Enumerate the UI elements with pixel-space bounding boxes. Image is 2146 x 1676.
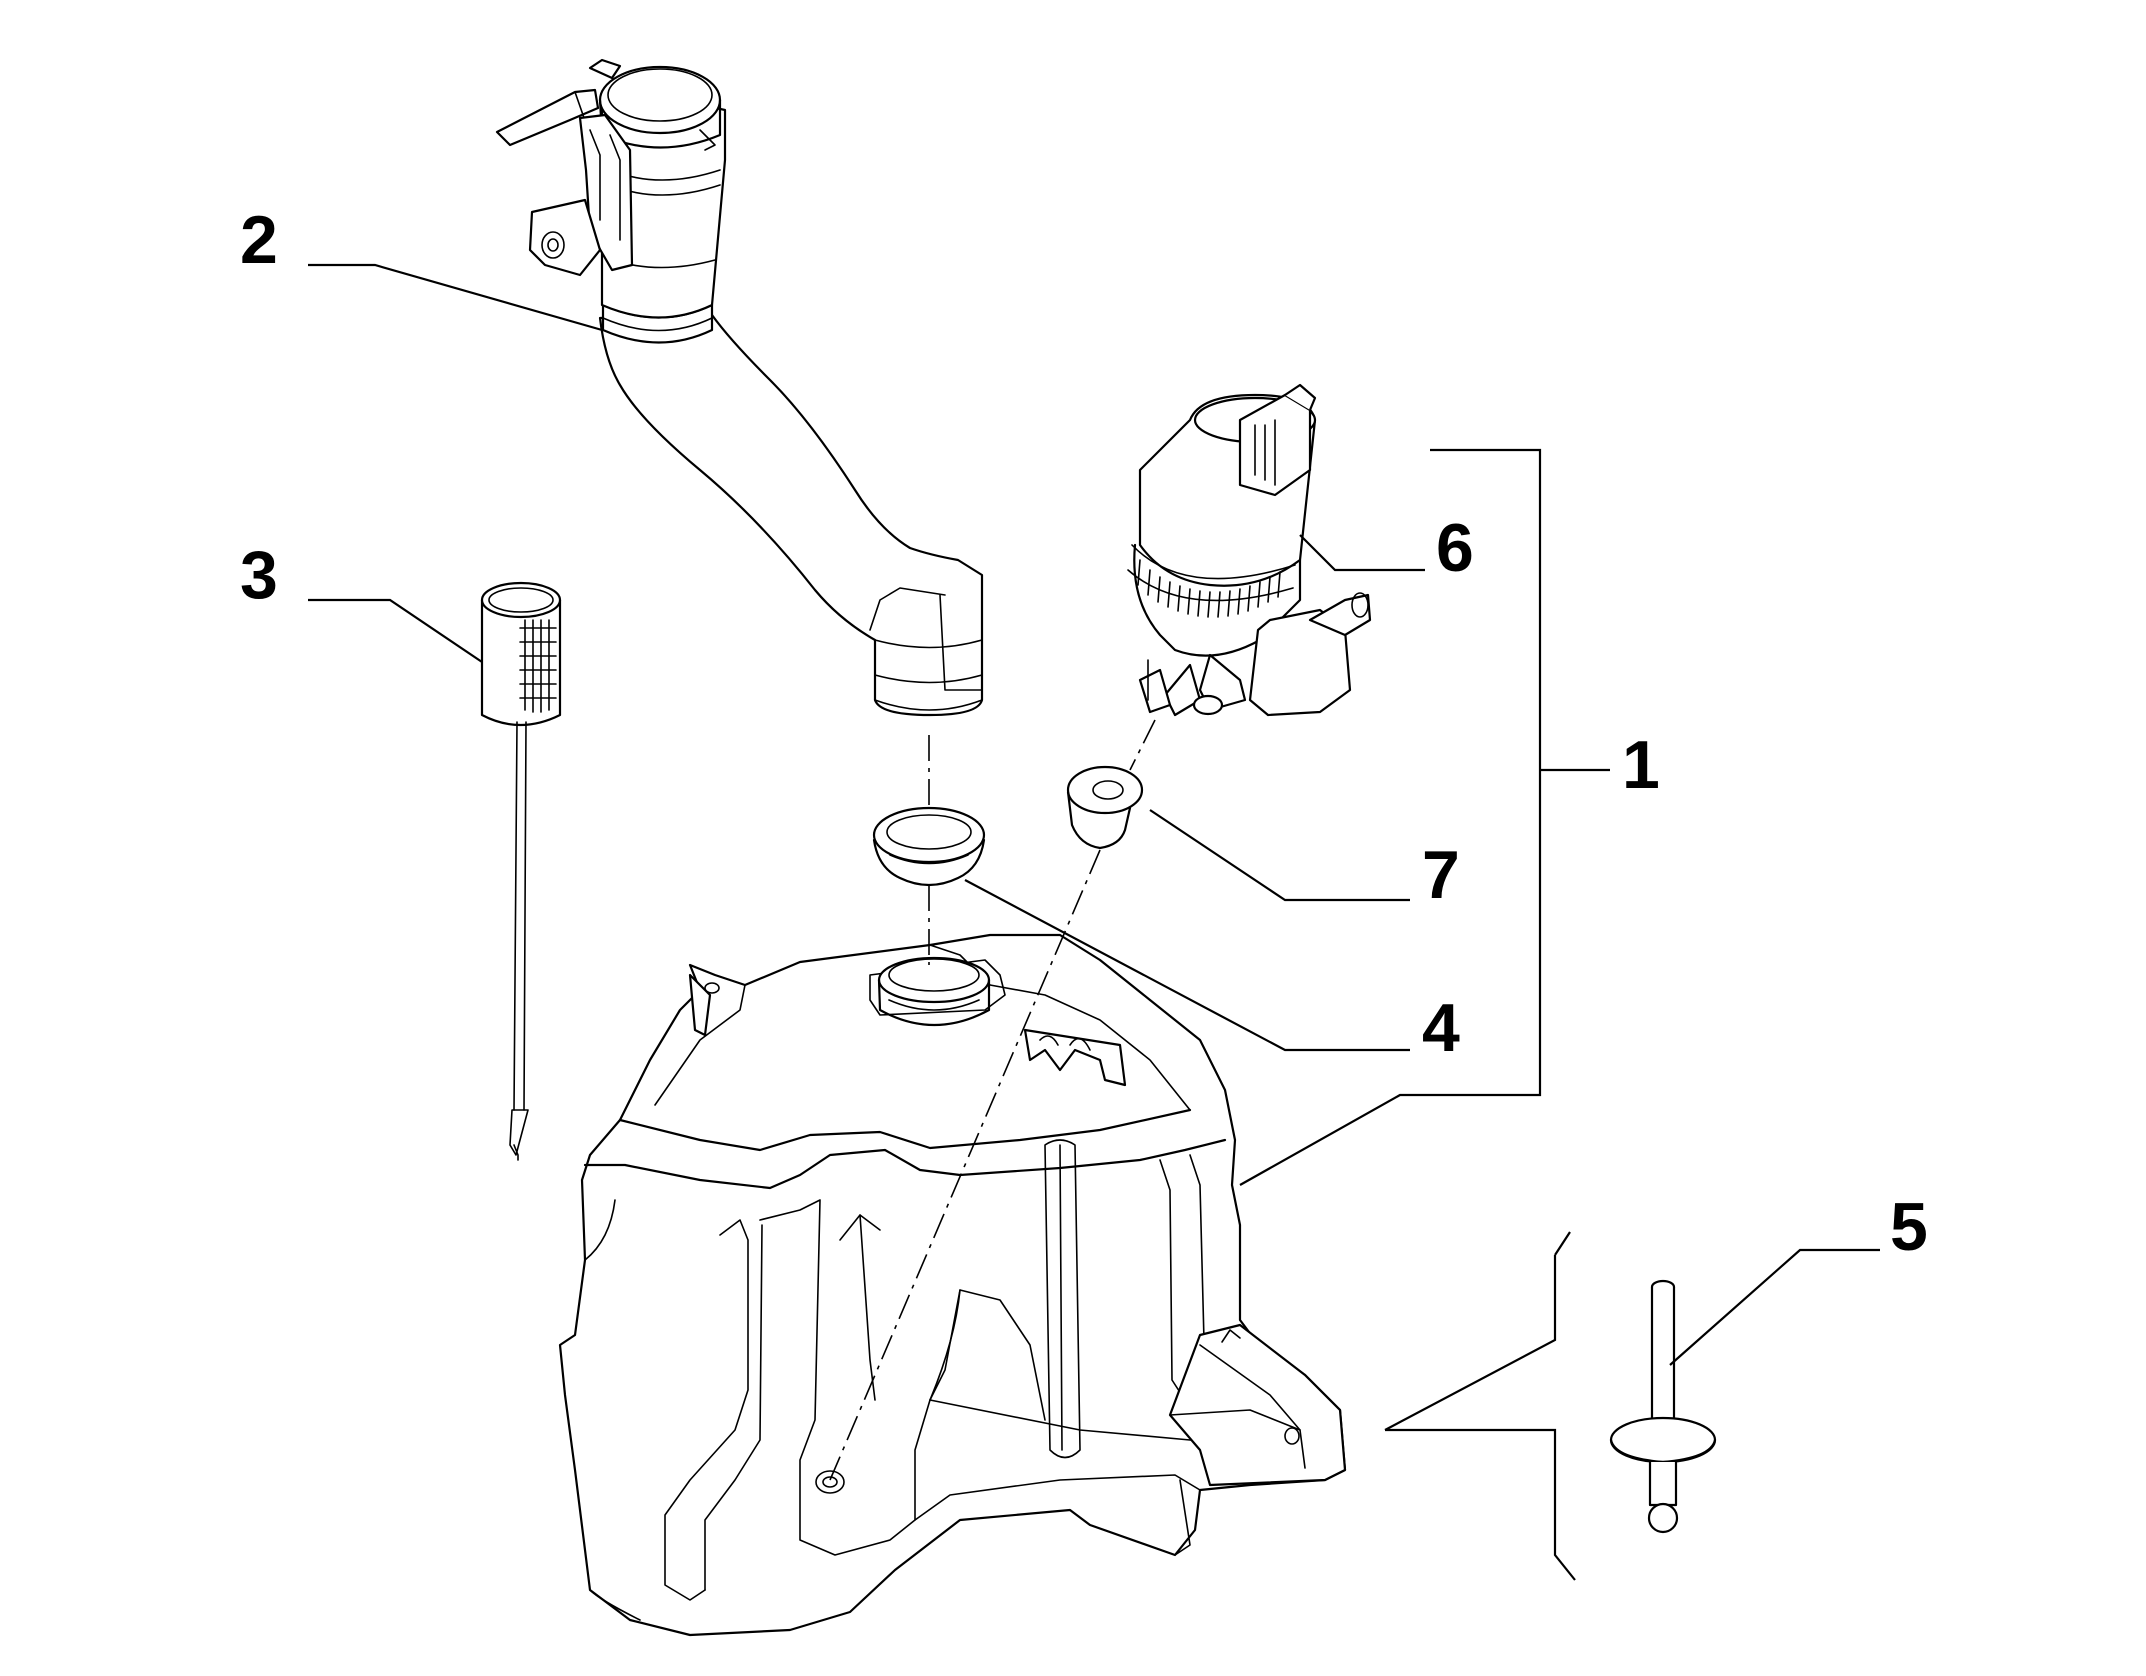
callout-7: 7 (1422, 837, 1460, 913)
axis-pump (829, 719, 1156, 1481)
bracket-5 (1384, 1231, 1576, 1581)
callout-2: 2 (240, 202, 278, 278)
callout-6: 6 (1436, 510, 1474, 586)
callout-5: 5 (1890, 1189, 1928, 1265)
reservoir-tank (558, 933, 1347, 1637)
filler-neck-hose (495, 58, 984, 717)
washer-pump (1127, 383, 1372, 717)
leader-3 (308, 598, 483, 663)
bracket-1 (1239, 448, 1542, 1186)
rivet (1609, 1279, 1717, 1534)
leader-2 (308, 263, 603, 332)
callout-4: 4 (1422, 990, 1460, 1066)
callout-1: 1 (1622, 727, 1660, 803)
leader-5 (1669, 1248, 1880, 1366)
leader-4 (964, 879, 1410, 1052)
pump-grommet (1066, 765, 1144, 850)
leader-7 (1149, 809, 1410, 902)
leader-6 (1299, 534, 1425, 572)
callout-3: 3 (240, 537, 278, 613)
neck-grommet (872, 806, 986, 887)
level-sensor (480, 581, 562, 1161)
leader-lines (308, 263, 1880, 1581)
